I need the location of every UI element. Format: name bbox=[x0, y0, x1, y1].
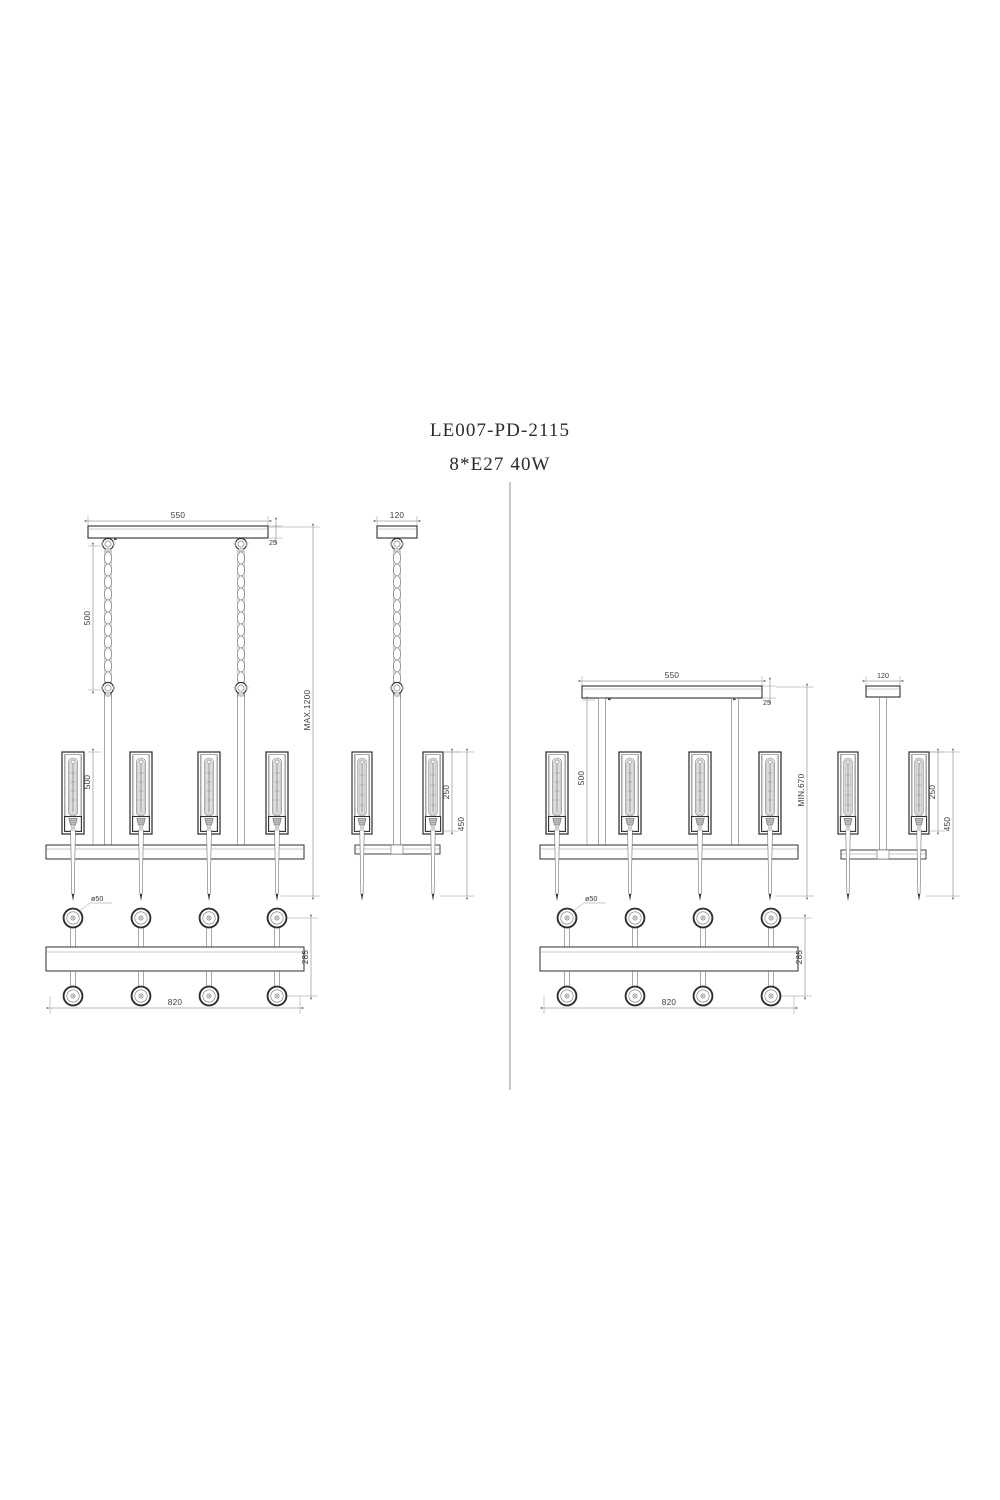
dim-r-plan-depth-285: 285 bbox=[781, 914, 812, 1000]
rigid-rod-left bbox=[598, 697, 606, 858]
r-lamp-unit-4 bbox=[758, 751, 782, 901]
dim-label-rs-450: 450 bbox=[943, 817, 952, 832]
rs-lamp-unit-2 bbox=[908, 751, 930, 901]
dim-label-r-285: 285 bbox=[795, 950, 804, 965]
side-elevation-chain: 120 bbox=[351, 511, 474, 901]
dim-side-overall-450: 450 bbox=[440, 748, 474, 900]
r-plan-row-bottom bbox=[556, 971, 782, 1007]
r-plan-bar bbox=[539, 946, 799, 972]
lamp-unit-4 bbox=[265, 751, 289, 901]
dim-label-r-d50: ø50 bbox=[585, 894, 597, 903]
chain-assembly-left bbox=[100, 537, 116, 845]
rigid-rod-right bbox=[731, 697, 739, 858]
dim-rod-500: 500 bbox=[577, 696, 595, 860]
dim-overall-max-1200: MAX.1200 bbox=[268, 523, 320, 900]
dim-label-rod-500: 500 bbox=[577, 771, 586, 786]
r-canopy-plate bbox=[581, 685, 763, 701]
dim-socket-diameter: ø50 bbox=[78, 894, 112, 912]
plan-view-chain: ø50 bbox=[45, 894, 318, 1014]
dim-label-450: 450 bbox=[457, 817, 466, 832]
side-lamp-unit-2 bbox=[422, 751, 444, 901]
dim-overall-min-670: MIN.670 bbox=[775, 683, 814, 900]
rs-rigid-rod bbox=[879, 697, 887, 858]
dim-label-rs-250: 250 bbox=[928, 785, 937, 800]
dim-plan-width-820: 820 bbox=[46, 996, 304, 1014]
plan-view-rod: ø50 bbox=[539, 894, 812, 1014]
dim-shade-500: 500 bbox=[83, 748, 101, 849]
r-lamp-unit-3 bbox=[688, 751, 712, 901]
front-elevation-rod: 550 25 bbox=[539, 671, 814, 901]
lamp-unit-1 bbox=[61, 751, 85, 901]
dim-label-rs-120: 120 bbox=[877, 671, 889, 680]
dim-label-min-670: MIN.670 bbox=[797, 773, 806, 806]
dim-label-120: 120 bbox=[390, 511, 405, 520]
side-canopy-plate bbox=[376, 525, 418, 539]
rs-lamp-unit-1 bbox=[837, 751, 859, 901]
dim-r-socket-diameter: ø50 bbox=[572, 894, 606, 912]
dim-label-250: 250 bbox=[442, 785, 451, 800]
dim-r-canopy-thickness-25: 25 bbox=[762, 677, 776, 707]
r-plan-row-top bbox=[556, 907, 782, 947]
right-drawing-group: 550 25 bbox=[539, 671, 960, 1014]
r-lamp-unit-2 bbox=[618, 751, 642, 901]
dim-label-d50: ø50 bbox=[91, 894, 103, 903]
dim-label-285: 285 bbox=[301, 950, 310, 965]
side-elevation-rod: 120 bbox=[837, 671, 960, 901]
dim-label-r-820: 820 bbox=[662, 998, 677, 1007]
dim-label-820: 820 bbox=[168, 998, 183, 1007]
lamp-unit-3 bbox=[197, 751, 221, 901]
chain-assembly-right bbox=[233, 537, 249, 845]
dim-chain-500: 500 bbox=[83, 542, 101, 694]
side-lamp-unit-1 bbox=[351, 751, 373, 901]
dim-label-550: 550 bbox=[171, 511, 186, 520]
plan-bar bbox=[45, 946, 305, 972]
r-lamp-unit-1 bbox=[545, 751, 569, 901]
front-elevation-chain: 550 25 bbox=[45, 511, 320, 901]
dim-canopy-thickness-25: 25 bbox=[268, 517, 282, 547]
rs-cross-bar bbox=[840, 849, 927, 860]
dim-label-r-25: 25 bbox=[763, 698, 771, 707]
page-title-spec: 8*E27 40W bbox=[449, 454, 550, 475]
dim-rs-overall-450: 450 bbox=[926, 748, 960, 900]
dim-label-max-1200: MAX.1200 bbox=[303, 690, 312, 731]
dim-plan-depth-285: 285 bbox=[287, 914, 318, 1000]
plan-row-top bbox=[62, 907, 288, 947]
left-drawing-group: 550 25 bbox=[45, 511, 474, 1014]
dim-label-shade-500: 500 bbox=[83, 775, 92, 790]
dim-label-r-550: 550 bbox=[665, 671, 680, 680]
dim-label-25: 25 bbox=[269, 538, 277, 547]
page-title-model: LE007-PD-2115 bbox=[430, 420, 570, 441]
plan-row-bottom bbox=[62, 971, 288, 1007]
r-cross-bar bbox=[539, 844, 799, 860]
lamp-unit-2 bbox=[129, 751, 153, 901]
rs-canopy-plate bbox=[865, 685, 901, 698]
dim-label-chain-500: 500 bbox=[83, 611, 92, 626]
side-chain-assembly bbox=[389, 537, 405, 849]
side-cross-bar bbox=[354, 844, 441, 855]
canopy-plate bbox=[87, 525, 269, 541]
cross-bar bbox=[45, 844, 305, 860]
dim-r-plan-width-820: 820 bbox=[540, 996, 798, 1014]
